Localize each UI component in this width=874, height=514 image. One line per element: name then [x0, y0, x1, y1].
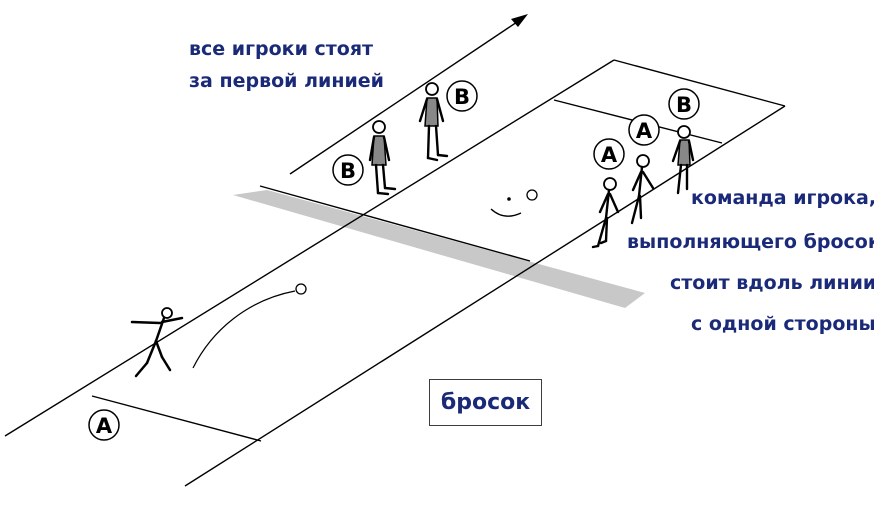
player-b-far-figure	[671, 125, 695, 195]
landed-ball-icon	[507, 197, 511, 201]
ball-trajectory	[192, 290, 296, 369]
badge-b-left-label: B	[340, 159, 356, 183]
badge-a-front-label: A	[601, 143, 618, 167]
caption-all-players-line1: все игроки стоят	[189, 38, 374, 60]
first-line-shaded-band	[233, 190, 645, 308]
thrower-figure	[130, 307, 184, 378]
badge-b-far	[668, 88, 700, 120]
player-b-right-figure	[418, 82, 449, 162]
player-b-left-figure	[368, 120, 397, 196]
throw-label-box: бросок	[429, 379, 542, 426]
court-left-sideline	[4, 59, 615, 437]
badge-a-left	[88, 409, 120, 441]
court-right-sideline	[184, 105, 786, 487]
caption-team-line4: с одной стороны	[691, 313, 874, 335]
badge-a-mid-label: A	[636, 119, 653, 143]
player-a-mid-figure	[630, 154, 655, 225]
badge-b-left	[332, 154, 364, 186]
near-baseline	[91, 395, 262, 442]
badge-b-far-label: B	[676, 93, 692, 117]
caption-all-players-line2: за первой линией	[189, 70, 384, 92]
badge-a-left-label: A	[96, 414, 113, 438]
caption-team-line1: команда игрока,	[691, 187, 874, 209]
player-a-front-figure	[591, 177, 620, 249]
badge-a-mid	[628, 114, 660, 146]
arrow-head-icon	[511, 14, 528, 27]
target-ball-icon	[526, 189, 538, 201]
thrown-ball-icon	[295, 283, 307, 295]
badge-b-right	[446, 80, 478, 112]
landing-arc	[490, 208, 522, 217]
badge-a-front	[593, 138, 625, 170]
throw-label: бросок	[440, 390, 531, 415]
far-end-line	[613, 59, 786, 107]
caption-team-line3: стоит вдоль линии	[670, 272, 874, 294]
direction-arrow	[289, 19, 521, 175]
badge-b-right-label: B	[454, 85, 470, 109]
first-line	[259, 185, 531, 262]
caption-team-line2: выполняющего бросок	[627, 231, 874, 253]
